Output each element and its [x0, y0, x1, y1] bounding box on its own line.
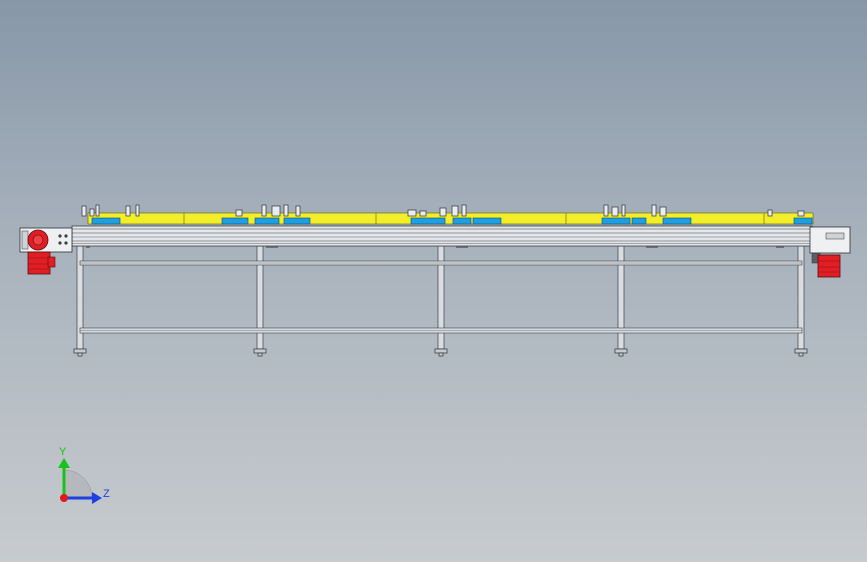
z-axis-arrow-icon: [92, 492, 102, 504]
conveyor-feet: [73, 348, 808, 357]
y-axis-label: Y: [59, 446, 67, 458]
right-drive-unit: [809, 226, 851, 278]
conveyor-rail: [71, 225, 813, 247]
leg-brackets: [86, 245, 784, 248]
orientation-triad[interactable]: Y Z: [58, 446, 110, 504]
y-axis-arrow-icon: [58, 458, 70, 468]
triad-origin: [60, 494, 68, 502]
blue-pallets: [91, 217, 813, 225]
frame-stretchers: [79, 260, 803, 334]
triad-quarter-disc: [63, 469, 93, 499]
left-drive-unit: [19, 227, 73, 275]
top-fixtures: [81, 204, 805, 217]
yellow-top-plates: [87, 212, 814, 225]
z-axis-label: Z: [103, 488, 110, 500]
